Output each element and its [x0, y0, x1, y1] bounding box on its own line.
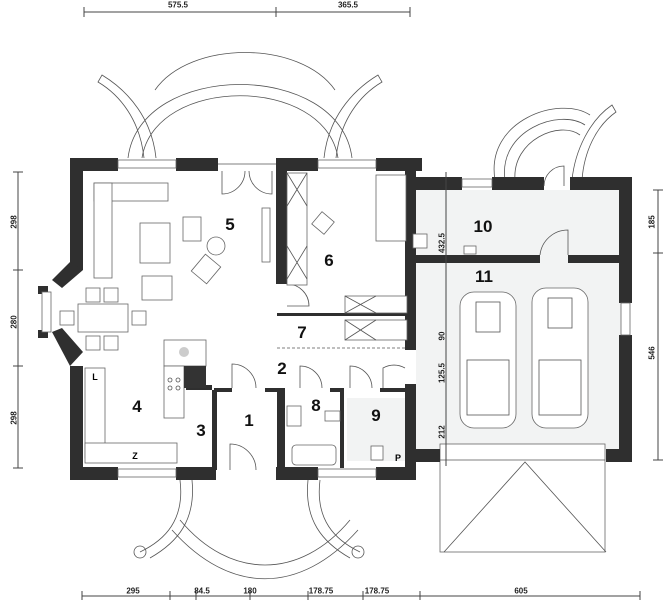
- dim-bottom-0: 295: [126, 586, 140, 596]
- room-label-3: 3: [196, 421, 206, 440]
- walls: [38, 158, 632, 480]
- room-label-7: 7: [297, 323, 307, 342]
- living-furniture: [59, 182, 271, 351]
- dim-left-2: 298: [9, 411, 19, 425]
- room-label-2: 2: [277, 359, 287, 378]
- room-label-11: 11: [475, 267, 493, 286]
- room6-furniture: [277, 172, 408, 349]
- dim-garage-1: 90: [437, 331, 447, 341]
- dim-left-0: 298: [9, 215, 19, 229]
- dim-bottom-5: 605: [514, 586, 528, 596]
- windows: [41, 159, 631, 478]
- dim-bottom-4: 178.75: [364, 586, 390, 596]
- garage-floor: [416, 190, 628, 460]
- dim-bottom-3: 178.75: [308, 586, 334, 596]
- dim-right-0: 185: [647, 215, 657, 229]
- dimension-lines: [13, 7, 663, 600]
- room-label-1: 1: [244, 411, 254, 430]
- dim-bottom-2: 180: [243, 586, 257, 596]
- kitchen-furniture: [84, 339, 207, 464]
- pergola-top: [97, 52, 383, 159]
- dim-left-1: 280: [9, 315, 19, 329]
- sink-symbol: Z: [132, 451, 138, 461]
- boiler-symbol: P: [394, 453, 402, 463]
- entrance-canopy: [439, 443, 607, 553]
- dim-bottom-1: 84.5: [194, 586, 210, 596]
- fridge-symbol: L: [92, 372, 98, 382]
- pergola-garage: [493, 104, 617, 181]
- dim-garage-0: 432.5: [437, 232, 447, 254]
- room-label-4: 4: [132, 397, 142, 416]
- dim-right-1: 546: [647, 346, 657, 360]
- room-label-5: 5: [225, 215, 235, 234]
- pergola-bottom: [133, 479, 365, 580]
- dim-garage-2: 125.5: [437, 362, 447, 384]
- dim-top-1: 365.5: [337, 0, 359, 10]
- bathroom-fixtures: [286, 233, 477, 466]
- room-label-10: 10: [473, 217, 493, 236]
- room-label-6: 6: [324, 251, 334, 270]
- room-label-9: 9: [371, 406, 381, 425]
- dim-top-0: 575.5: [167, 0, 189, 10]
- room-label-8: 8: [311, 396, 321, 415]
- dim-garage-3: 212: [437, 425, 447, 439]
- cars: [459, 287, 589, 429]
